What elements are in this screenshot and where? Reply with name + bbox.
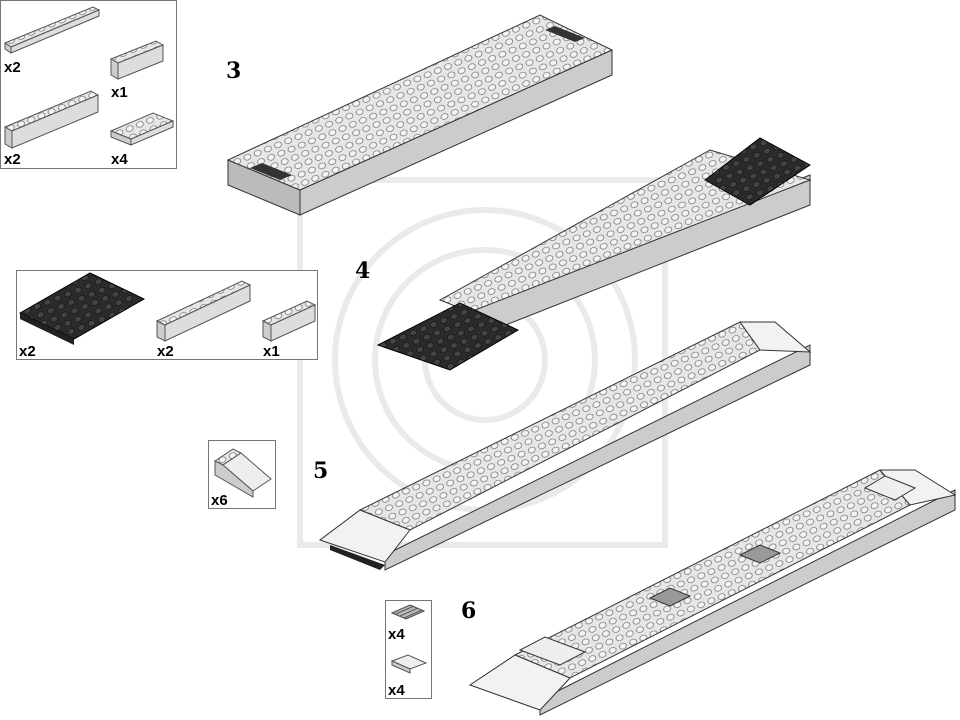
step-6-parts-list: x4 x4: [385, 600, 432, 699]
step-6-model: [468, 469, 957, 716]
part-quantity: x4: [388, 626, 405, 643]
part-quantity: x1: [111, 84, 128, 101]
part-quantity: x4: [388, 682, 405, 699]
step-number: 3: [226, 58, 242, 84]
part-quantity: x4: [111, 151, 128, 168]
step-3-parts-list: x2 x1 x2 x4: [0, 0, 177, 169]
step-5-parts-list: x6: [208, 440, 276, 509]
step-number: 4: [355, 258, 371, 284]
part-quantity: x2: [157, 343, 174, 360]
step-6-part-images: [390, 604, 428, 674]
step-4-model: [376, 137, 812, 371]
step-3-model: [226, 14, 614, 216]
step-5-part-images: [214, 448, 272, 498]
step-3-part-images: [3, 6, 175, 149]
part-quantity: x2: [4, 151, 21, 168]
part-quantity: x2: [4, 59, 21, 76]
step-4-part-images: [18, 272, 317, 345]
part-quantity: x1: [263, 343, 280, 360]
step-4-parts-list: x2 x2 x1: [16, 270, 318, 360]
part-quantity: x6: [211, 492, 228, 509]
step-number: 6: [461, 598, 477, 624]
step-5-model: [318, 321, 812, 571]
step-number: 5: [313, 458, 329, 484]
part-quantity: x2: [19, 343, 36, 360]
